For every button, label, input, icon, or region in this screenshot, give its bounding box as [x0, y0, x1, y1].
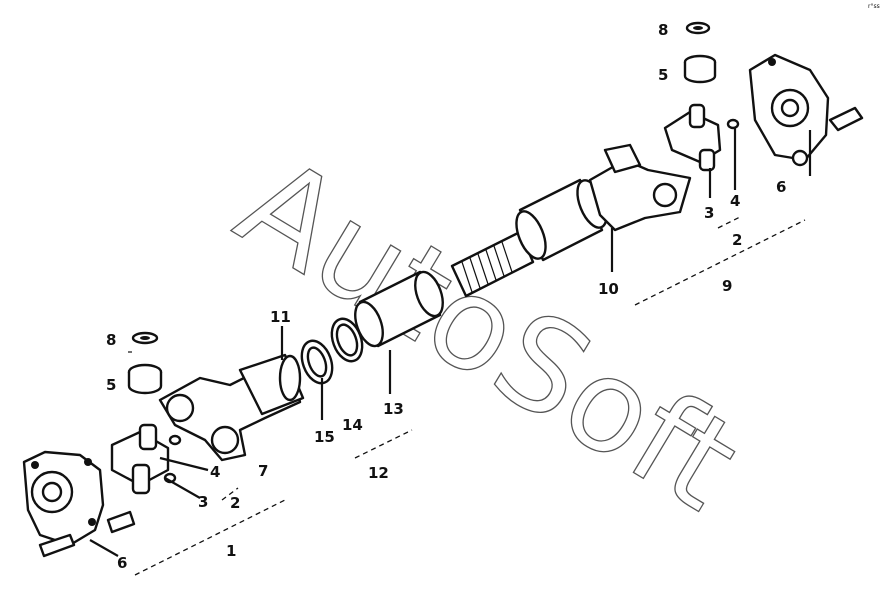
splined-shaft — [450, 230, 535, 298]
callout-12: 12 — [368, 464, 389, 482]
callout-2-left: 2 — [230, 494, 240, 512]
callout-8-right: 8 — [658, 21, 668, 39]
callout-8-left: 8 — [106, 331, 116, 349]
left-yoke — [158, 353, 305, 462]
group-2a-bracket — [221, 487, 239, 501]
right-cross-journal — [663, 103, 740, 172]
tube-13 — [354, 270, 444, 348]
callout-3-right: 3 — [704, 204, 714, 222]
callout-9: 9 — [722, 277, 732, 295]
callout-3-left: 3 — [198, 493, 208, 511]
left-bearing-cup — [127, 363, 163, 395]
left-cross-journal — [110, 423, 182, 495]
left-flange-bracket — [22, 450, 136, 558]
callout-13: 13 — [383, 400, 404, 418]
left-seal-ring — [131, 331, 159, 345]
callout-4-right: 4 — [730, 192, 740, 210]
callout-14: 14 — [342, 416, 363, 434]
leader-4a — [159, 456, 209, 472]
right-yoke-10 — [588, 143, 692, 232]
group-9-bracket — [634, 219, 806, 306]
leader-6a — [89, 539, 119, 557]
callout-7: 7 — [258, 462, 268, 480]
group-2b-bracket — [717, 215, 743, 229]
callout-6-left: 6 — [117, 554, 127, 572]
callout-6-right: 6 — [776, 178, 786, 196]
group-12-bracket — [354, 429, 413, 459]
corner-mark: r°ss — [868, 3, 880, 10]
right-seal-ring — [685, 21, 711, 35]
callout-10: 10 — [598, 280, 619, 298]
right-bearing-cup — [683, 54, 717, 84]
callout-15: 15 — [314, 428, 335, 446]
leader-3a — [164, 477, 201, 499]
callout-5-right: 5 — [658, 66, 668, 84]
right-flange-bracket — [748, 53, 864, 167]
callout-1: 1 — [226, 542, 236, 560]
callout-5-left: 5 — [106, 376, 116, 394]
callout-11: 11 — [270, 308, 291, 326]
group-1-bracket — [134, 499, 286, 576]
callout-2-right: 2 — [732, 231, 742, 249]
callout-4-left: 4 — [210, 463, 220, 481]
ring-15 — [300, 339, 334, 385]
